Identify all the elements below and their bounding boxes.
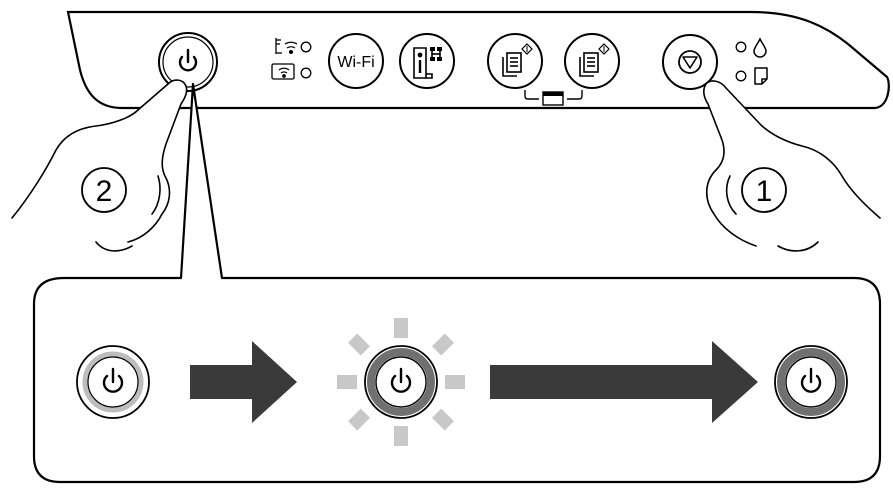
wifi-icon	[275, 38, 298, 55]
stop-icon	[678, 50, 702, 74]
step-1-marker: 1	[741, 167, 787, 213]
power-light-off-state	[76, 345, 150, 419]
paper-size-bracket	[524, 90, 583, 100]
step-2-marker: 2	[81, 167, 127, 213]
power-icon	[102, 367, 124, 393]
bw-copy-icon	[502, 43, 533, 77]
network-info-button[interactable]	[399, 33, 455, 89]
paper-status-led	[735, 70, 747, 82]
power-icon	[390, 367, 412, 393]
wifi-direct-status-led	[300, 67, 312, 79]
left-hand-illustration	[11, 79, 188, 252]
sequence-arrow-long	[490, 341, 758, 423]
power-icon	[800, 367, 822, 393]
stop-button[interactable]	[662, 34, 718, 90]
flash-ray	[432, 333, 454, 356]
sequence-arrow-short	[190, 341, 297, 423]
wifi-status-led	[300, 41, 312, 53]
network-status-sheet-icon	[413, 47, 442, 79]
wifi-button-label: Wi-Fi	[337, 54, 374, 71]
wifi-direct-icon	[271, 63, 295, 80]
flash-ray	[394, 318, 408, 338]
power-light-on-state	[774, 345, 848, 419]
wifi-button[interactable]: Wi-Fi	[328, 33, 384, 89]
power-button[interactable]	[158, 32, 218, 92]
flash-ray	[394, 426, 408, 446]
step-2-number: 2	[96, 175, 113, 208]
bw-copy-button[interactable]	[487, 33, 543, 89]
flash-ray	[348, 408, 370, 431]
paper-size-icon	[542, 91, 564, 106]
flash-rays	[337, 318, 465, 446]
step-1-number: 1	[756, 175, 773, 208]
color-copy-button[interactable]	[564, 33, 620, 89]
flash-ray	[432, 408, 454, 431]
power-light-flashing-state	[337, 318, 465, 446]
flash-ray	[337, 375, 357, 389]
flash-ray	[445, 375, 465, 389]
ink-drop-icon	[753, 37, 767, 58]
power-icon	[178, 48, 198, 72]
ink-status-led	[735, 41, 747, 53]
flash-ray	[348, 333, 370, 356]
color-copy-icon	[579, 43, 610, 77]
paper-icon	[754, 67, 768, 85]
